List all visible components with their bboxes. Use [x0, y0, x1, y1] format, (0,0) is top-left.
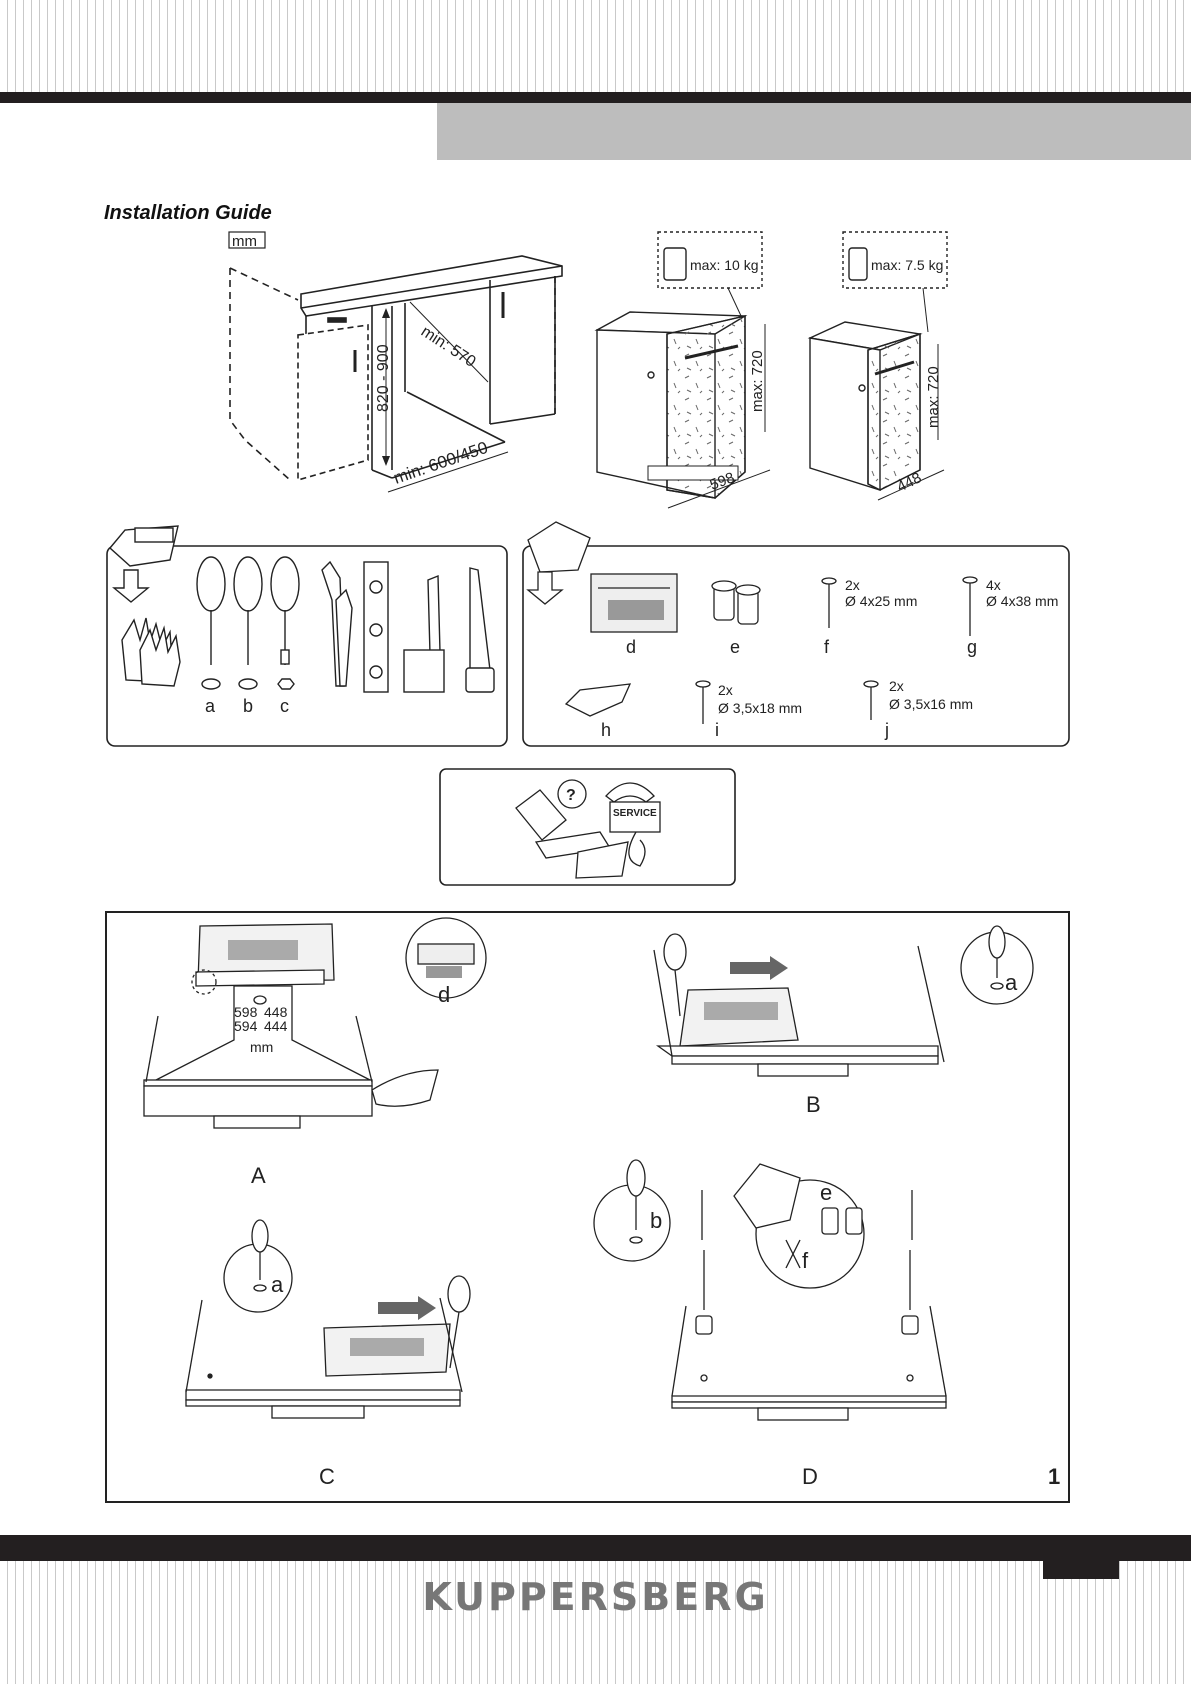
pliers-icon [321, 560, 353, 687]
header-bar [0, 92, 1191, 103]
step-a-dim-594: 594 [234, 1018, 258, 1034]
part-i-label: i [715, 720, 719, 740]
gloves-icon [121, 617, 181, 687]
service-panel [439, 768, 736, 886]
top-stripe-pattern [0, 0, 1191, 92]
dishwasher-60-height: max: 720 [749, 350, 766, 412]
tool-b-label: b [243, 696, 253, 716]
dishwasher-60-diagram [594, 231, 771, 509]
tool-a-label: a [205, 696, 216, 716]
step-b-label: B [806, 1092, 821, 1117]
service-label: SERVICE [613, 808, 657, 819]
screw-f-icon [821, 577, 837, 628]
step-b-tool-label: a [1005, 970, 1018, 995]
step-c-illustration [185, 1219, 471, 1419]
bottom-stripe-pattern [0, 1561, 1191, 1684]
step-c-label: C [319, 1464, 335, 1489]
screwdriver-icon [447, 1275, 471, 1313]
screw-i-icon [695, 680, 711, 724]
step-d-bag-e-label: e [820, 1180, 832, 1205]
weight-icon [663, 247, 687, 281]
screwdriver-a-icon [196, 556, 226, 690]
units-label: mm [232, 233, 257, 250]
help-icon [557, 779, 587, 809]
template-d-icon [590, 573, 678, 633]
arrow-down-icon [526, 571, 564, 605]
direction-arrow-icon [378, 1296, 436, 1320]
page-title: Installation Guide [104, 202, 272, 224]
cabinet-height-label: 820 - 900 [375, 344, 392, 412]
step-c-tool-label: a [271, 1272, 284, 1297]
part-j-qty: 2x [889, 678, 904, 694]
step-a-template-label: d [438, 982, 450, 1007]
part-d-label: d [626, 637, 636, 657]
header-gray-band [437, 103, 1191, 160]
step-d-illustration [593, 1159, 947, 1421]
spirit-level-icon [363, 561, 389, 693]
manual-icon [515, 789, 629, 879]
part-e-label: e [730, 637, 740, 657]
part-g-label: g [967, 637, 977, 657]
dishwasher-45-height: max: 720 [925, 366, 942, 428]
step-a-illustration [143, 917, 487, 1129]
direction-arrow-icon [730, 956, 788, 980]
set-square-icon [403, 574, 445, 693]
help-icon-glyph: ? [566, 787, 576, 804]
part-h-label: h [601, 720, 611, 740]
parts-panel [522, 545, 1070, 747]
screw-j-icon [863, 680, 879, 720]
footer-tab [1043, 1561, 1119, 1579]
part-i-qty: 2x [718, 682, 733, 698]
dishwasher-45-weight: max: 7.5 kg [871, 257, 943, 273]
part-i-size: Ø 3,5x18 mm [718, 700, 802, 716]
part-f-size: Ø 4x25 mm [845, 593, 917, 609]
toolbox-icon [109, 525, 179, 567]
strip-h-icon [564, 683, 632, 717]
dishwasher-45-diagram [807, 231, 948, 501]
page-number: 1 [1048, 1464, 1060, 1489]
bushings-e-icon [711, 580, 761, 625]
units-box [228, 231, 266, 249]
step-a-dim-444: 444 [264, 1018, 288, 1034]
accessory-bag-icon [733, 1163, 801, 1229]
brand-logo: KUPPERSBERG [422, 1575, 769, 1619]
accessory-bag-icon [527, 521, 591, 573]
screwdriver-b-icon [233, 556, 263, 690]
installation-steps-panel [105, 911, 1070, 1503]
screwdriver-icon [663, 933, 687, 971]
part-f-label: f [824, 637, 830, 657]
step-d-bag-f-label: f [802, 1248, 809, 1273]
service-sign [609, 801, 661, 833]
hand-icon [371, 1069, 439, 1107]
screwdriver-c-icon [270, 556, 300, 690]
screw-g-icon [962, 576, 978, 636]
tools-panel [106, 545, 508, 747]
arrow-down-icon [112, 569, 150, 603]
part-j-size: Ø 3,5x16 mm [889, 696, 973, 712]
eye-icon [253, 995, 267, 1005]
cabinet-niche-diagram [228, 231, 563, 493]
step-a-label: A [251, 1163, 266, 1188]
step-a-dim-598: 598 [234, 1004, 258, 1020]
step-a-unit: mm [250, 1039, 273, 1055]
tool-c-label: c [280, 696, 289, 716]
part-g-qty: 4x [986, 577, 1001, 593]
dishwasher-60-weight: max: 10 kg [690, 257, 758, 273]
weight-icon [848, 247, 868, 281]
part-f-qty: 2x [845, 577, 860, 593]
phone-icon [605, 782, 655, 803]
cabinet-depth-label: min: 570 [418, 323, 479, 371]
footer-bar [0, 1535, 1191, 1561]
step-b-illustration [653, 925, 1034, 1077]
step-d-label: D [802, 1464, 818, 1489]
saw-icon [465, 567, 495, 693]
part-g-size: Ø 4x38 mm [986, 593, 1058, 609]
part-j-label: j [884, 720, 889, 740]
step-a-dim-448: 448 [264, 1004, 288, 1020]
step-d-tool-label: b [650, 1208, 662, 1233]
